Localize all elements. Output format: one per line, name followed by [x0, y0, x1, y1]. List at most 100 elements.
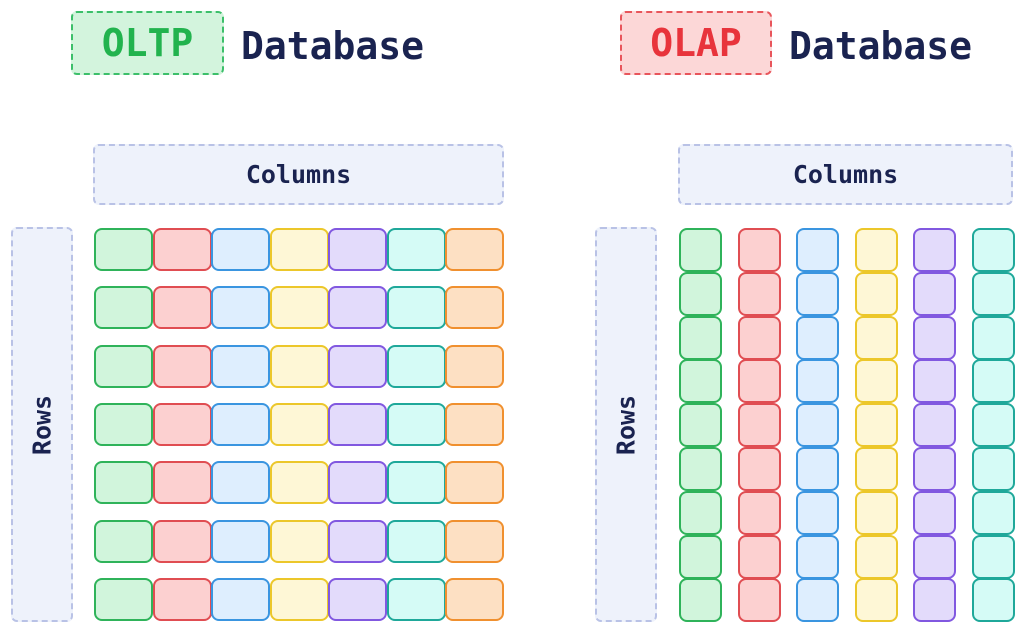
olap-cell-teal [971, 315, 1015, 360]
olap-cell-yellow [854, 403, 898, 448]
olap-cell-teal [971, 228, 1015, 272]
olap-cell-blue [796, 490, 839, 535]
olap-cell-green [679, 315, 722, 360]
oltp-cell-yellow [269, 228, 329, 271]
oltp-cell-blue [211, 519, 270, 563]
olap-cell-teal [971, 271, 1015, 316]
olap-cell-red [737, 315, 781, 360]
olap-cell-purple [913, 271, 956, 316]
olap-cell-red [737, 271, 781, 316]
oltp-cell-orange [445, 344, 504, 388]
olap-cell-teal [971, 403, 1015, 448]
oltp-cell-yellow [269, 402, 329, 446]
olap-badge: OLAP [620, 11, 772, 75]
oltp-cell-red [152, 519, 212, 563]
oltp-cell-yellow [269, 461, 329, 505]
oltp-cell-blue [211, 577, 270, 621]
olap-cell-blue [796, 359, 839, 404]
olap-cell-teal [971, 359, 1015, 404]
oltp-cell-orange [445, 228, 504, 271]
oltp-cell-red [152, 577, 212, 621]
oltp-cell-teal [386, 402, 446, 446]
olap-cell-yellow [854, 534, 898, 579]
oltp-cell-blue [211, 344, 270, 388]
oltp-cell-teal [386, 577, 446, 621]
olap-cell-blue [796, 534, 839, 579]
oltp-cell-blue [211, 402, 270, 446]
olap-cell-purple [913, 447, 956, 491]
olap-cell-green [679, 228, 722, 272]
oltp-cell-teal [386, 344, 446, 388]
oltp-cell-green [94, 577, 153, 621]
olap-cell-purple [913, 534, 956, 579]
olap-cell-red [737, 447, 781, 491]
oltp-cell-yellow [269, 577, 329, 621]
oltp-cell-teal [386, 286, 446, 330]
oltp-cell-blue [211, 461, 270, 505]
oltp-cell-purple [328, 519, 387, 563]
olap-cell-green [679, 447, 722, 491]
oltp-cell-purple [328, 286, 387, 330]
olap-cell-blue [796, 315, 839, 360]
oltp-cell-purple [328, 577, 387, 621]
olap-cell-red [737, 403, 781, 448]
olap-cell-purple [913, 578, 956, 623]
olap-cell-purple [913, 315, 956, 360]
oltp-cell-orange [445, 519, 504, 563]
olap-cell-red [737, 359, 781, 404]
oltp-cell-teal [386, 519, 446, 563]
olap-cell-red [737, 534, 781, 579]
olap-cell-yellow [854, 315, 898, 360]
olap-cell-red [737, 490, 781, 535]
olap-cell-purple [913, 403, 956, 448]
olap-rows-label: Rows [611, 394, 641, 455]
olap-cell-green [679, 490, 722, 535]
oltp-cell-orange [445, 286, 504, 330]
oltp-cell-orange [445, 402, 504, 446]
oltp-rows-box: Rows [11, 227, 73, 622]
oltp-cell-teal [386, 228, 446, 271]
oltp-cell-green [94, 286, 153, 330]
oltp-cell-green [94, 228, 153, 271]
oltp-cell-red [152, 402, 212, 446]
olap-cell-blue [796, 447, 839, 491]
oltp-cell-purple [328, 344, 387, 388]
oltp-cell-green [94, 519, 153, 563]
oltp-cell-green [94, 402, 153, 446]
olap-cell-green [679, 271, 722, 316]
oltp-cell-orange [445, 461, 504, 505]
oltp-cell-purple [328, 402, 387, 446]
olap-cell-teal [971, 490, 1015, 535]
oltp-cell-yellow [269, 519, 329, 563]
olap-cell-teal [971, 534, 1015, 579]
olap-cell-red [737, 228, 781, 272]
oltp-title: Database [241, 24, 425, 68]
oltp-cell-yellow [269, 286, 329, 330]
olap-cell-blue [796, 403, 839, 448]
oltp-cell-blue [211, 228, 270, 271]
olap-cell-blue [796, 578, 839, 623]
olap-cell-yellow [854, 359, 898, 404]
oltp-cell-purple [328, 228, 387, 271]
oltp-cell-red [152, 228, 212, 271]
olap-cell-teal [971, 447, 1015, 491]
oltp-cell-teal [386, 461, 446, 505]
olap-columns-label: Columns [678, 144, 1013, 205]
olap-cell-teal [971, 578, 1015, 623]
oltp-cell-purple [328, 461, 387, 505]
oltp-columns-label: Columns [93, 144, 504, 205]
oltp-cell-red [152, 286, 212, 330]
olap-title: Database [789, 24, 973, 68]
olap-cell-yellow [854, 271, 898, 316]
oltp-cell-red [152, 344, 212, 388]
olap-cell-green [679, 403, 722, 448]
oltp-badge: OLTP [71, 11, 224, 75]
olap-rows-box: Rows [595, 227, 657, 622]
olap-cell-green [679, 578, 722, 623]
oltp-cell-yellow [269, 344, 329, 388]
olap-cell-purple [913, 228, 956, 272]
oltp-cell-green [94, 461, 153, 505]
olap-cell-purple [913, 490, 956, 535]
oltp-cell-green [94, 344, 153, 388]
olap-cell-blue [796, 271, 839, 316]
